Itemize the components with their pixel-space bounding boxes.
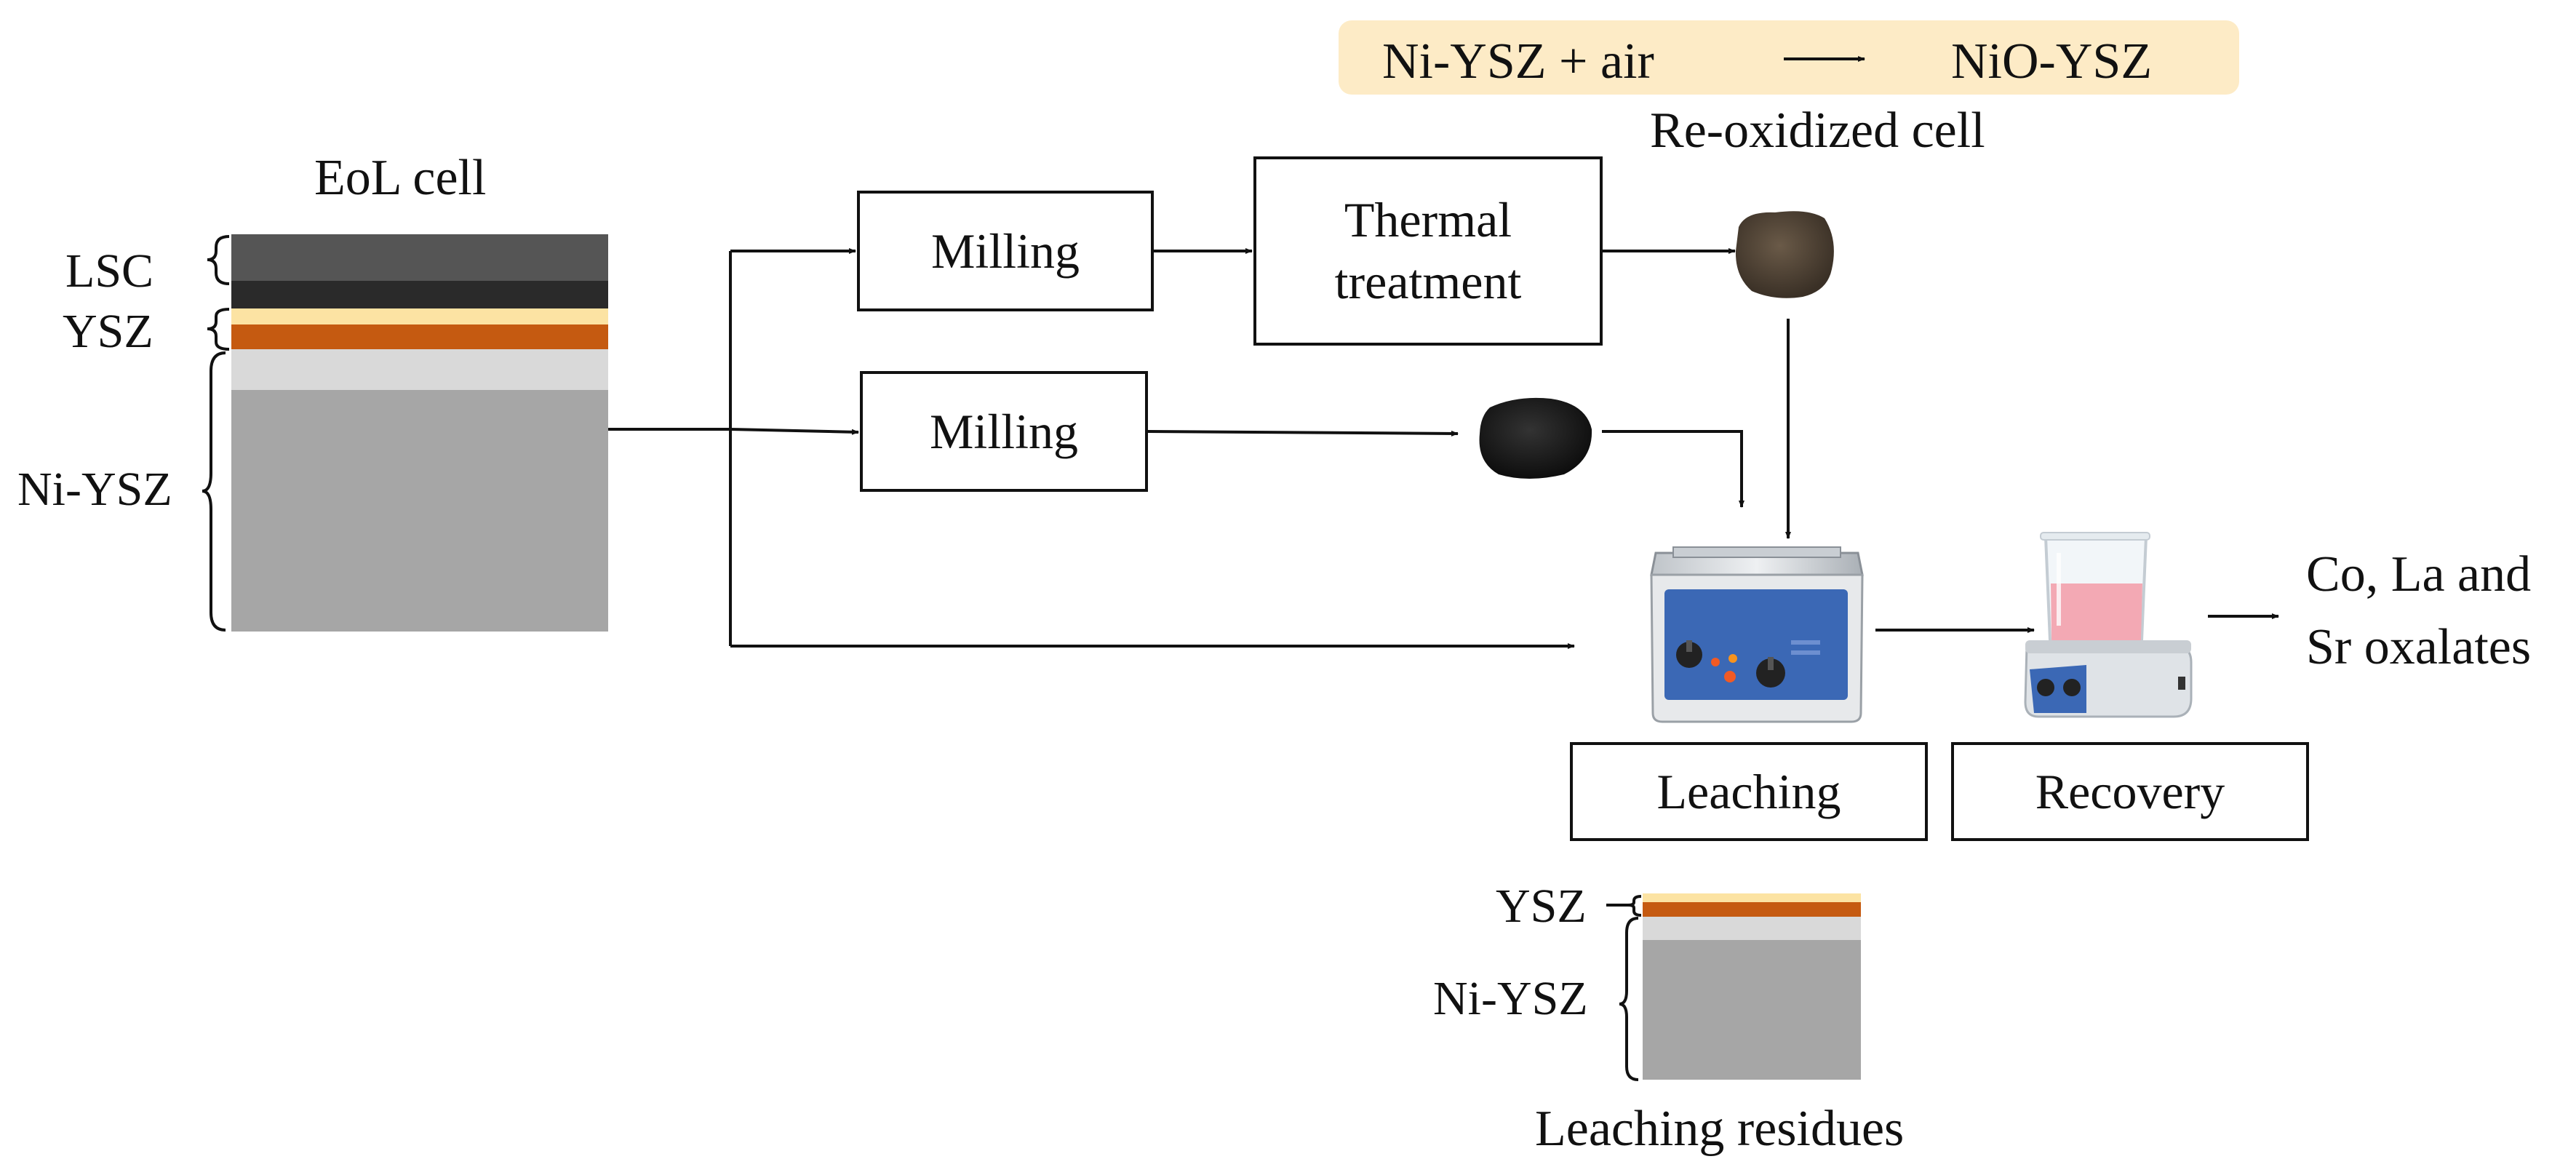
milling-box-middle: Milling [860,371,1148,492]
brace-lsc [207,235,230,285]
residue-barrier-layer [1643,902,1861,917]
eol-label-ysz: YSZ [63,305,153,358]
eol-lsc-layer-bottom [231,281,608,308]
residue-ni-ysz-support-layer [1643,940,1861,1080]
reaction-product: NiO-YSZ [1951,33,2153,89]
stirrer-with-beaker-icon [2024,532,2193,718]
eol-ni-ysz-functional-layer [231,349,608,390]
residue-label-ni-ysz: Ni-YSZ [1433,972,1588,1025]
reaction-reactant: Ni-YSZ + air [1382,33,1654,89]
arrow-powder-to-bath [1602,430,1744,508]
milling-mid-label: Milling [929,403,1079,459]
ultrasonic-bath-icon [1650,546,1864,723]
brace-ni-ysz [202,351,226,632]
residue-ysz-layer [1643,893,1861,902]
recovery-label: Recovery [2035,763,2225,819]
arrow-to-milling-mid [730,428,859,435]
eol-barrier-layer [231,324,608,349]
eol-ysz-layer [231,308,608,324]
brace-ysz [207,308,230,351]
residue-ni-ysz-functional-layer [1643,917,1861,940]
thermal-treatment-box: Thermal treatment [1253,156,1603,346]
residue-brace-ni-ysz [1619,917,1639,1081]
eol-lsc-layer-top [231,234,608,281]
leaching-box: Leaching [1570,742,1928,841]
eol-label-lsc: LSC [65,244,154,298]
recovery-box: Recovery [1951,742,2309,841]
thermal-label-line1: Thermal [1344,192,1512,247]
eol-label-ni-ysz: Ni-YSZ [17,463,172,516]
reoxidized-pellet-icon [1735,211,1834,298]
residue-caption: Leaching residues [1535,1101,1905,1157]
leaching-label: Leaching [1656,763,1841,819]
milling-box-top: Milling [857,191,1154,311]
arrow-milling-to-powder [1147,430,1459,437]
product-line2: Sr oxalates [2306,619,2532,675]
eol-cell-title: EoL cell [314,150,487,206]
milling-top-label: Milling [930,223,1080,279]
thermal-label-line2: treatment [1334,254,1522,309]
milled-powder-icon [1479,397,1592,479]
reaction-caption: Re-oxidized cell [1650,103,1985,159]
residue-label-ysz: YSZ [1496,880,1587,933]
eol-ni-ysz-support-layer [231,390,608,632]
product-line1: Co, La and [2306,546,2532,602]
residue-brace-ysz [1627,895,1642,917]
